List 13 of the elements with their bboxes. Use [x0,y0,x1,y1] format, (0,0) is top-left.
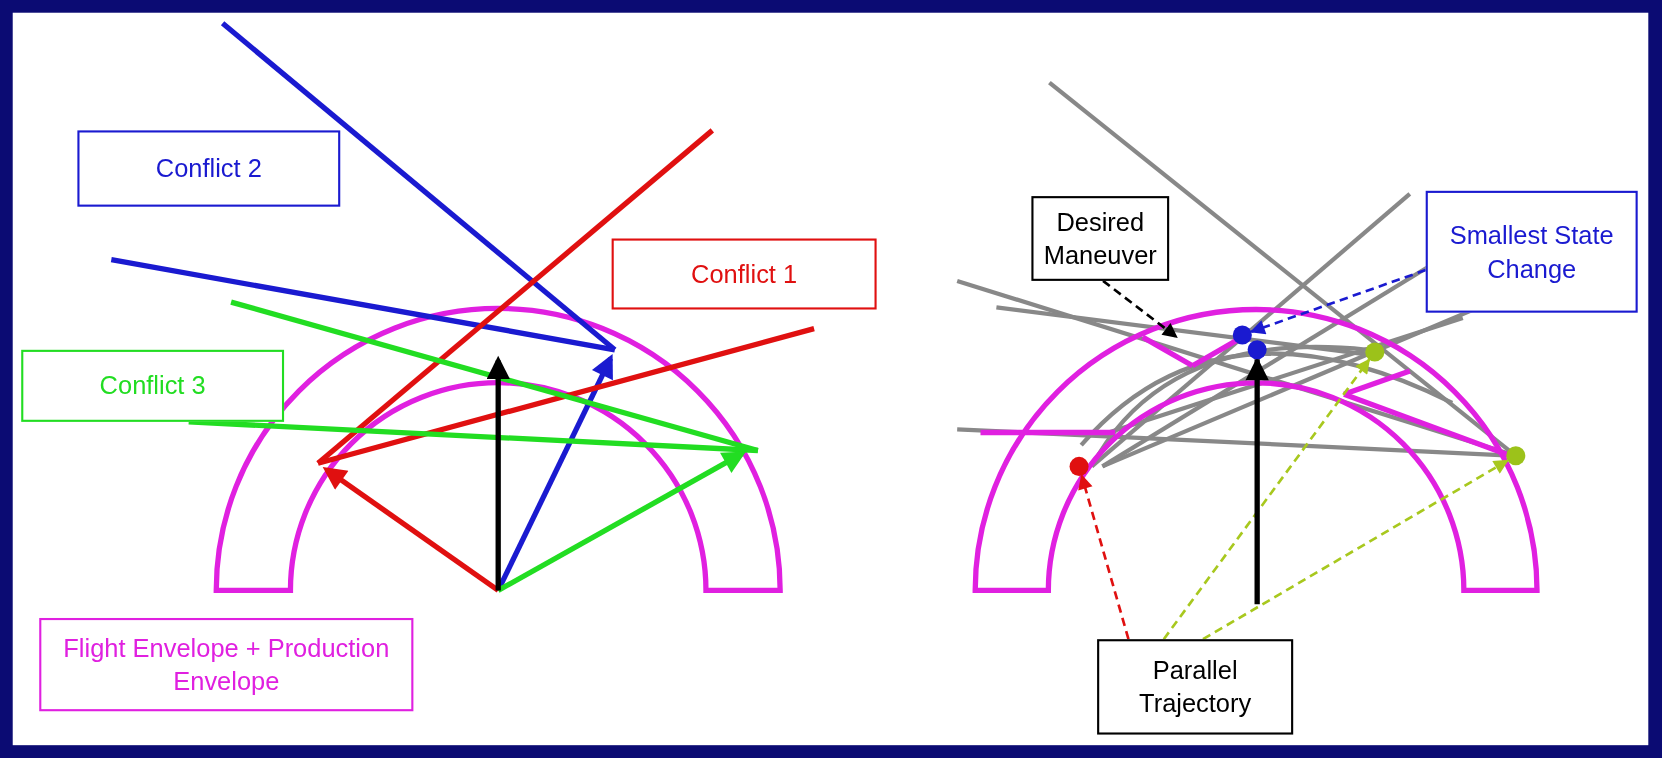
label-box: Conflict 1 [611,238,877,310]
leader-line [1078,474,1130,640]
label-box: Parallel Trajectory [1097,639,1294,735]
leader-line [1102,279,1178,339]
leader-line [1249,268,1427,335]
arrow [1245,357,1269,605]
leader-line [1162,358,1371,640]
label-box: Flight Envelope + Production Envelope [39,618,414,712]
leader-line [1202,459,1509,641]
label-box: Desired Maneuver [1031,196,1170,281]
label-box: Smallest State Change [1425,190,1638,313]
label-box: Conflict 2 [77,130,341,207]
label-box: Conflict 3 [21,349,285,422]
